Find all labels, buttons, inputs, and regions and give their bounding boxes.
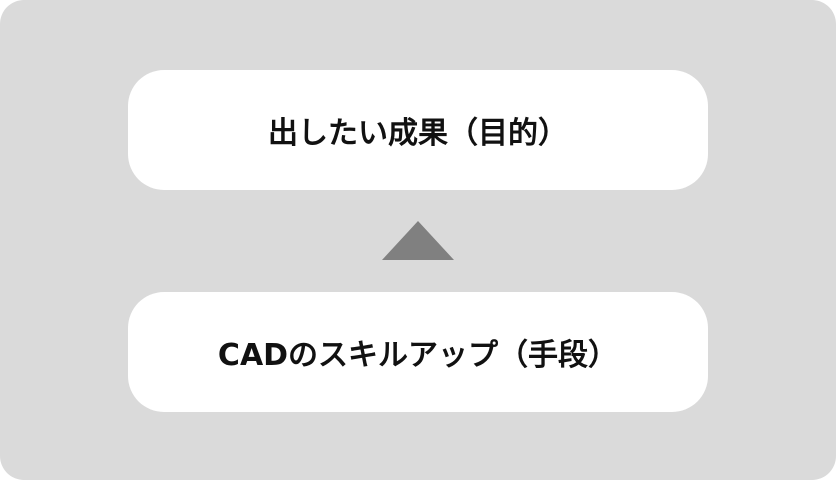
means-box: CADのスキルアップ（手段） bbox=[128, 292, 708, 412]
goal-box: 出したい成果（目的） bbox=[128, 70, 708, 190]
means-label: CADのスキルアップ（手段） bbox=[217, 338, 619, 373]
triangle-up-icon bbox=[382, 221, 454, 260]
goal-label: 出したい成果（目的） bbox=[268, 116, 568, 151]
